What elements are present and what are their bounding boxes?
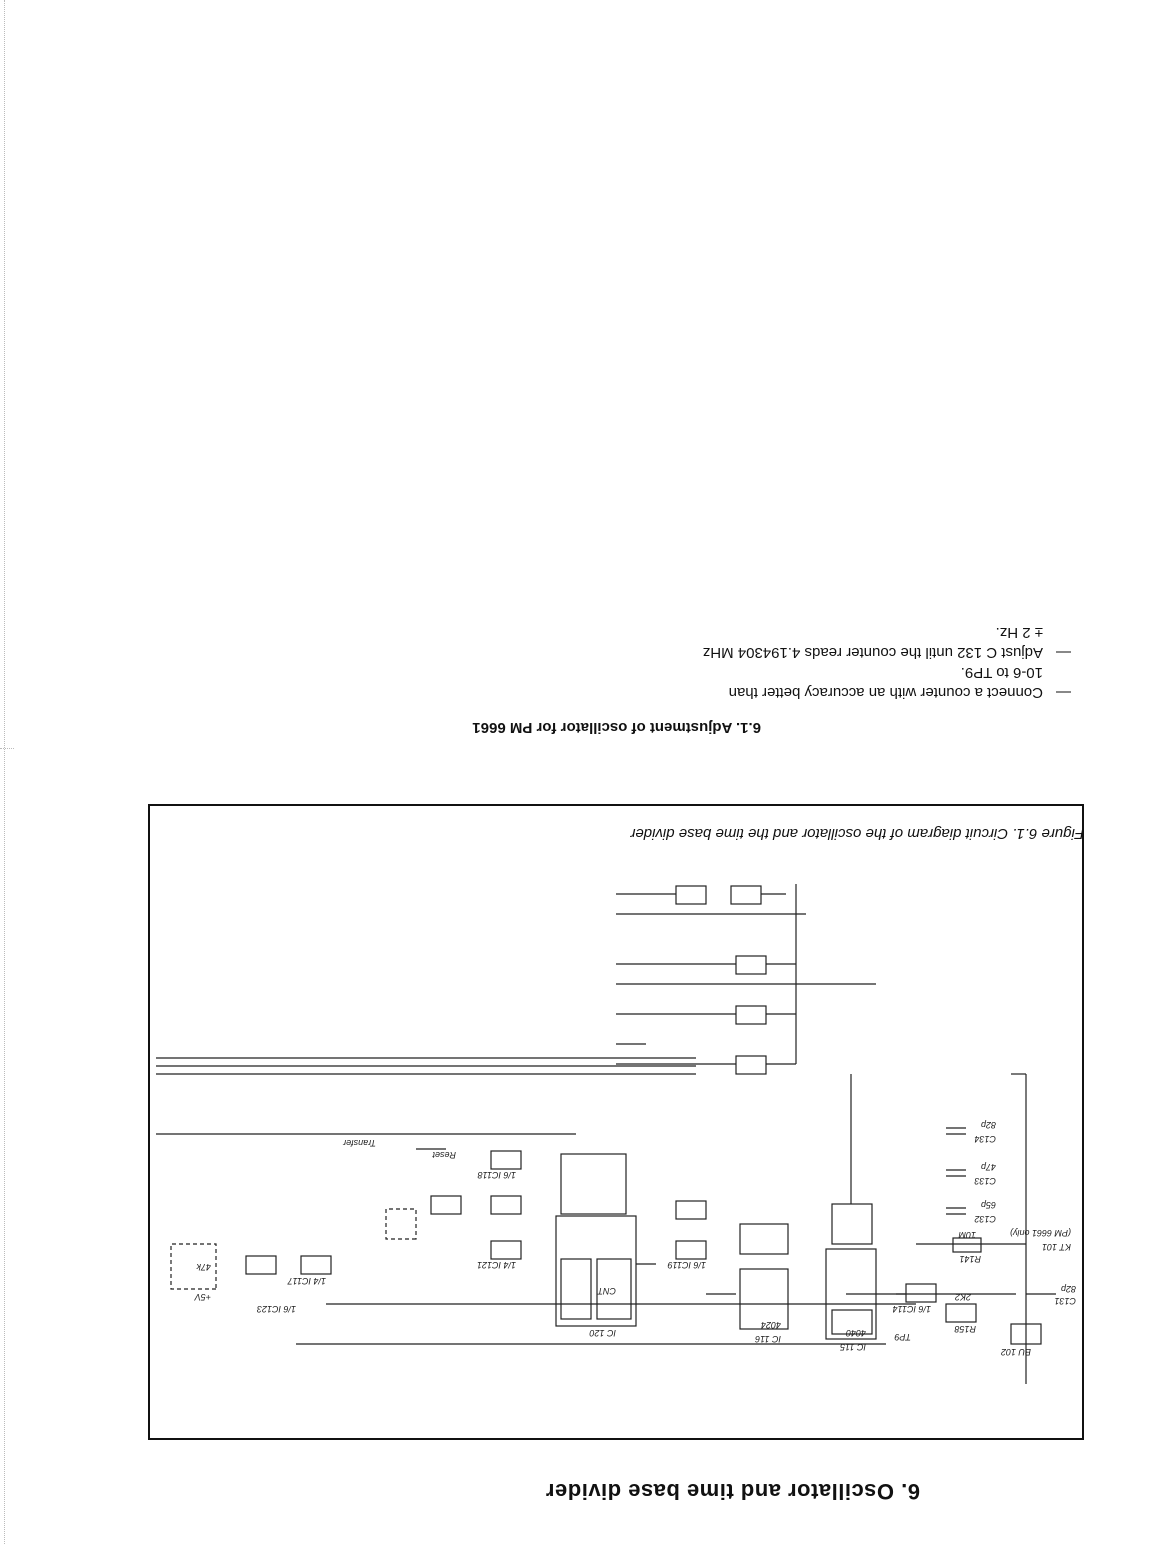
ic120-block: [555, 1215, 637, 1327]
ic123-box-a: [385, 1208, 417, 1240]
ic120-label: IC 120: [589, 1328, 616, 1338]
c131-label: C131: [1054, 1296, 1076, 1306]
gate-ic121-b: [430, 1195, 462, 1215]
binding-edge: [4, 0, 5, 1544]
ic116-type: 4024: [761, 1320, 781, 1330]
gate-ic114-b: [735, 1005, 767, 1025]
gate-ic117-b: [245, 1255, 277, 1275]
ic121-label: 1/4 IC121: [477, 1260, 516, 1270]
ic116-block: [739, 1268, 789, 1330]
figure-caption: Figure 6.1. Circuit diagram of the oscil…: [630, 825, 1084, 842]
c132-label: C132: [974, 1214, 996, 1224]
ic116-label: IC 116: [755, 1334, 781, 1344]
ic123-label: 1/6 IC123: [257, 1304, 296, 1314]
gate-ic114-c: [735, 955, 767, 975]
ic114-label: 1/6 IC114: [893, 1304, 931, 1314]
gate-ic119-a: [675, 1240, 707, 1260]
gate-ic118-b: [490, 1150, 522, 1170]
bu102-label: BU 102: [1001, 1347, 1031, 1357]
r158-value: 2K2: [955, 1292, 972, 1302]
ic117-label: 1/4 IC117: [287, 1276, 326, 1286]
c134-value: 82p: [981, 1120, 996, 1130]
r141-value: 10M: [958, 1230, 976, 1240]
crystal-symbol: [1010, 1323, 1042, 1345]
ic118-label: 1/6 IC118: [478, 1170, 516, 1180]
resistor-r158: [945, 1303, 977, 1323]
c131-value: 82p: [1061, 1284, 1076, 1294]
gate-ic117-a: [300, 1255, 332, 1275]
gate-ic121-a: [490, 1240, 522, 1260]
step-2-bullet: —: [1056, 644, 1071, 661]
step-1-continuation: 10-6 to TP9.: [960, 664, 1043, 681]
c132-value: 65p: [981, 1200, 996, 1210]
binding-mark: [0, 748, 14, 749]
tp9-label: TP9: [894, 1332, 911, 1342]
gate-ic117-c: [730, 885, 762, 905]
gate-ic118-a: [490, 1195, 522, 1215]
gate-1-6-ic114: [905, 1283, 937, 1303]
gate-ic117-d: [675, 885, 707, 905]
transfer-label: Transfer: [342, 1138, 376, 1148]
step-2-text: Adjust C 132 until the counter reads 4.1…: [702, 644, 1043, 661]
ic119-label: 1/6 IC119: [668, 1260, 706, 1270]
plus5v-label: +5V: [194, 1292, 211, 1302]
subsection-title: 6.1. Adjustment of oscillator for PM 666…: [472, 719, 761, 736]
c133-label: C133: [974, 1176, 996, 1186]
r158-label: R158: [954, 1324, 976, 1334]
c133-value: 47p: [981, 1162, 996, 1172]
step-1-text: Connect a counter with an accuracy bette…: [728, 684, 1043, 701]
step-1-bullet: —: [1056, 684, 1071, 701]
reset-label: Reset: [432, 1150, 456, 1160]
ic115-type: 4040: [846, 1328, 866, 1338]
gate-ic114-a: [735, 1055, 767, 1075]
xtal-label: KT 101: [1042, 1242, 1071, 1252]
xtal-note: (PM 6661 only): [1010, 1228, 1071, 1238]
pullup-47k-label: 47k: [196, 1262, 211, 1272]
gate-ic119-b: [675, 1200, 707, 1220]
c134-label: C134: [974, 1134, 996, 1144]
ic123-box-b: [170, 1243, 217, 1290]
ic115-block: [825, 1248, 877, 1340]
resistor-r141: [952, 1237, 982, 1253]
step-2-continuation: ± 2 Hz.: [995, 624, 1043, 641]
cnt-label: CNT: [596, 1286, 616, 1296]
ic115-label: IC 115: [839, 1342, 866, 1352]
r141-label: R141: [959, 1254, 981, 1264]
